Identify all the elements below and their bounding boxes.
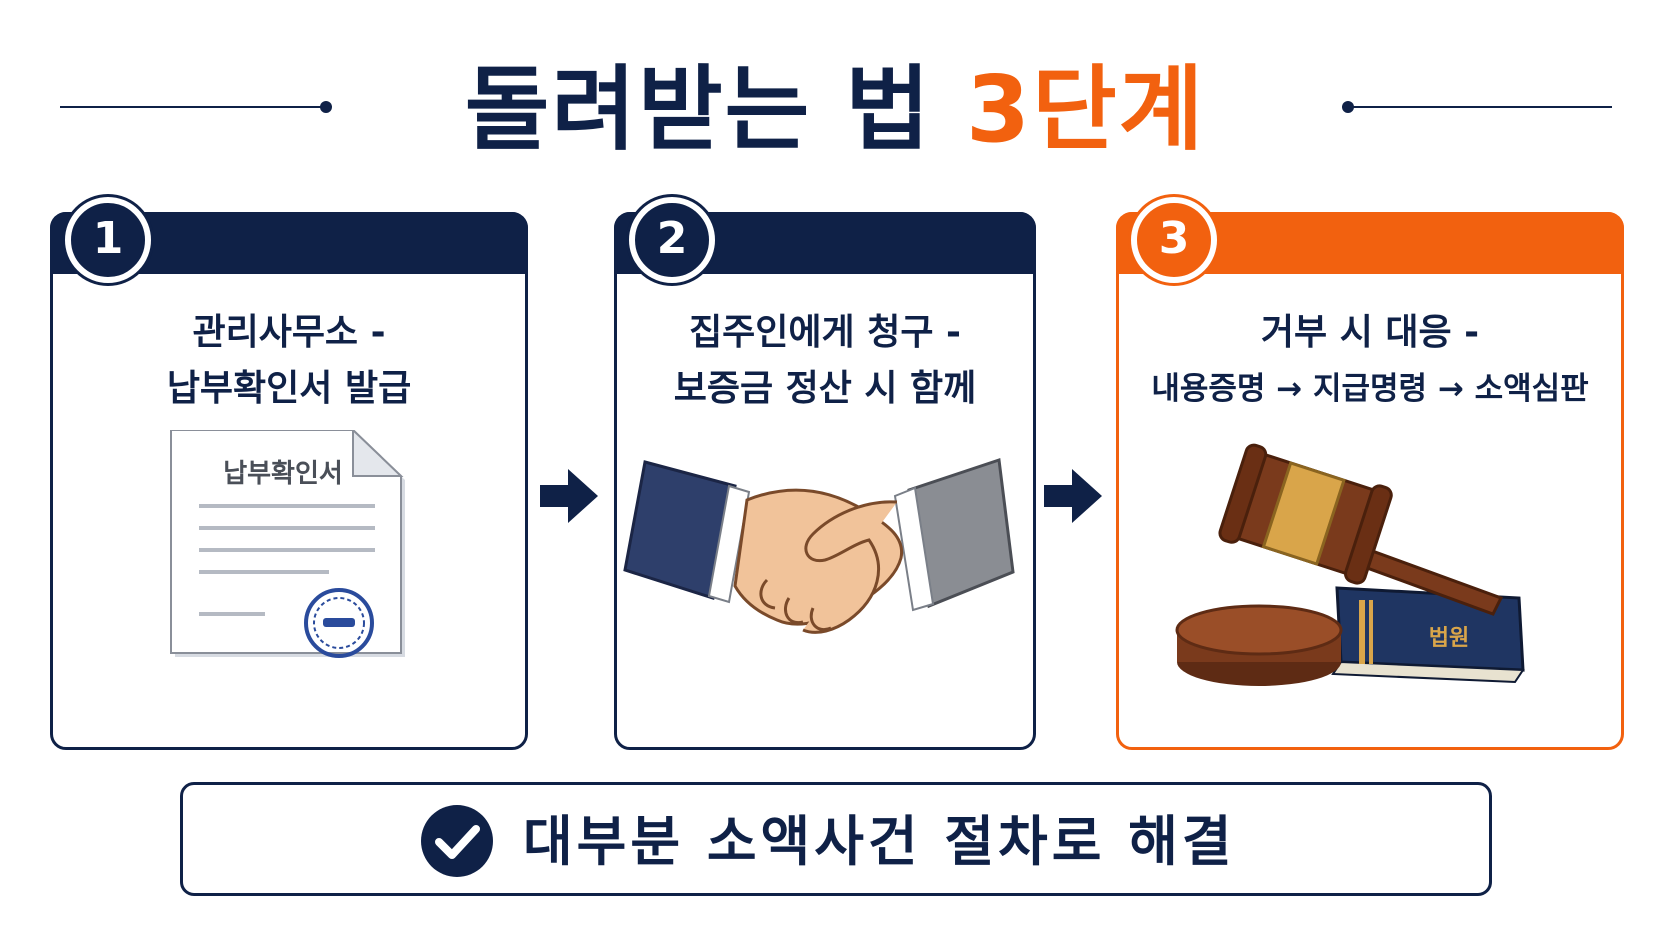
step-1-line1: 관리사무소 - [192,312,386,353]
document-icon: 납부확인서 [170,427,405,658]
step-1-line2: 납부확인서 발급 [166,368,412,409]
title-divider-right [1350,106,1612,108]
arrow-right-icon [1044,469,1102,523]
title-main: 돌려받는 법 [464,56,966,163]
step-card-1-title: 관리사무소 - 납부확인서 발급 [53,305,525,417]
step-card-1: 1 관리사무소 - 납부확인서 발급 납부확인서 [50,197,528,750]
step-card-3: 3 거부 시 대응 - 내용증명 → 지급명령 → 소액심판 법원 [1116,197,1624,750]
book-label: 법원 [1429,626,1469,651]
step-card-2: 2 집주인에게 청구 - 보증금 정산 시 함께 [614,197,1036,750]
step-card-3-title: 거부 시 대응 - 내용증명 → 지급명령 → 소액심판 [1119,305,1621,417]
stamp-icon [304,588,374,658]
handshake-illustration [617,430,1033,730]
summary-banner: 대부분 소액사건 절차로 해결 [180,782,1492,896]
title-divider-left [60,106,325,108]
arrow-right-icon [540,469,598,523]
page-title: 돌려받는 법 3단계 [360,50,1310,170]
title-area: 돌려받는 법 3단계 [0,40,1672,180]
check-circle-icon [421,805,493,877]
document-title: 납부확인서 [223,459,343,489]
handshake-icon [623,457,1015,634]
step-2-line2: 보증금 정산 시 함께 [673,368,977,409]
title-dot-right [1342,101,1354,113]
step-number-badge-3: 3 [1131,197,1217,283]
step-3-line2: 내용증명 → 지급명령 → 소액심판 [1151,371,1589,407]
title-highlight: 3단계 [965,56,1206,163]
gavel-icon: 법원 [1175,443,1525,686]
step-2-line1: 집주인에게 청구 - [689,312,961,353]
court-illustration: 법원 [1119,430,1621,730]
summary-text: 대부분 소액사건 절차로 해결 [523,810,1236,873]
step-number-badge-2: 2 [629,197,715,283]
title-dot-left [320,101,332,113]
step-number-badge-1: 1 [65,197,151,283]
document-illustration: 납부확인서 [53,427,525,730]
step-3-line1: 거부 시 대응 - [1260,312,1480,353]
step-card-2-title: 집주인에게 청구 - 보증금 정산 시 함께 [617,305,1033,417]
